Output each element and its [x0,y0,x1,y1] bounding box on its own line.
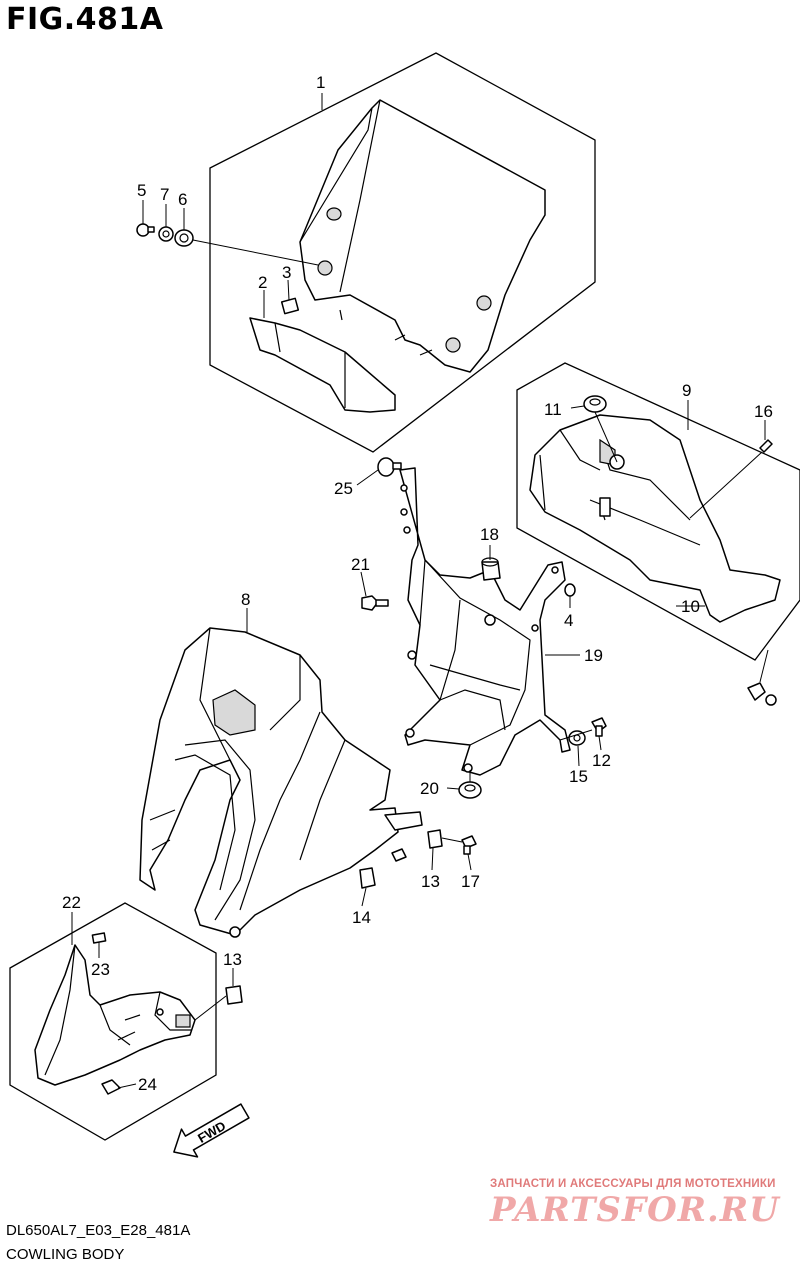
callout-1: 1 [316,73,325,92]
callout-4: 4 [564,611,573,630]
callout-9: 9 [682,381,691,400]
callout-2: 2 [258,273,267,292]
group-box-lower-cover [9,902,217,1141]
callout-22: 22 [62,893,81,912]
lower-cover-part[interactable] [34,944,196,1086]
frame-screw-part[interactable] [591,717,607,737]
watermark-logo: PARTSFOR.RU [490,1190,780,1230]
callout-14: 14 [352,908,371,927]
callout-labels: 1 2 3 5 7 6 9 11 16 10 25 18 21 4 19 12 … [62,73,773,1094]
lower-label-part[interactable] [91,932,107,944]
callout-7: 7 [160,185,169,204]
forward-arrow: FWD [173,1103,250,1158]
lower-grommet-part[interactable] [458,781,482,799]
callout-23: 23 [91,960,110,979]
watermark-tagline: ЗАПЧАСТИ И АКСЕССУАРЫ ДЛЯ МОТОТЕХНИКИ [490,1178,776,1190]
inner-panel-part[interactable] [249,317,396,413]
callout-3: 3 [282,263,291,282]
callout-20: 20 [420,779,439,798]
inner-cover-part[interactable] [529,414,781,623]
callout-11: 11 [544,400,562,419]
diagram-code: DL650AL7_E03_E28_481A [6,1222,191,1239]
callout-12: 12 [592,751,611,770]
frame-bolt-part[interactable] [361,595,389,611]
callout-19: 19 [584,646,603,665]
cover-grommet-part[interactable] [583,395,607,413]
callout-5: 5 [137,181,146,200]
callout-15: 15 [569,767,588,786]
diagram-caption: COWLING BODY [6,1246,125,1263]
callout-13-upper: 13 [421,872,440,891]
cover-clip-part[interactable] [747,682,777,706]
cover-screw-part[interactable] [759,439,773,453]
group-box-inner-cover [516,362,800,661]
lower-clip-part[interactable] [101,1079,121,1095]
callout-25: 25 [334,479,353,498]
callout-18: 18 [480,525,499,544]
callout-17: 17 [461,872,480,891]
cowling-stay-frame-part[interactable] [399,467,571,776]
callout-21: 21 [351,555,370,574]
callout-8: 8 [241,590,250,609]
callout-13-lower: 13 [223,950,242,969]
cowling-screw-part[interactable] [461,835,477,855]
frame-nut-part[interactable] [564,583,576,597]
screw-part[interactable] [136,223,155,237]
windscreen-part[interactable] [299,99,546,373]
cowling-body-part[interactable] [139,627,443,938]
washer-part[interactable] [158,226,174,242]
frame-collar-part[interactable] [568,730,586,746]
grommet-part[interactable] [174,229,194,247]
frame-clip-part[interactable] [377,457,402,477]
leader-lines [71,93,766,1089]
figure-title: FIG.481A [6,2,164,37]
callout-16: 16 [754,402,773,421]
callout-24: 24 [138,1075,157,1094]
frame-grommet-part[interactable] [481,557,501,581]
label-sticker-part[interactable] [280,297,300,315]
callout-6: 6 [178,190,187,209]
cowling-small-screw-part[interactable] [391,848,407,862]
group-box-windscreen [209,52,596,453]
callout-10: 10 [681,597,700,616]
lower-nut-clip-part[interactable] [225,985,243,1005]
